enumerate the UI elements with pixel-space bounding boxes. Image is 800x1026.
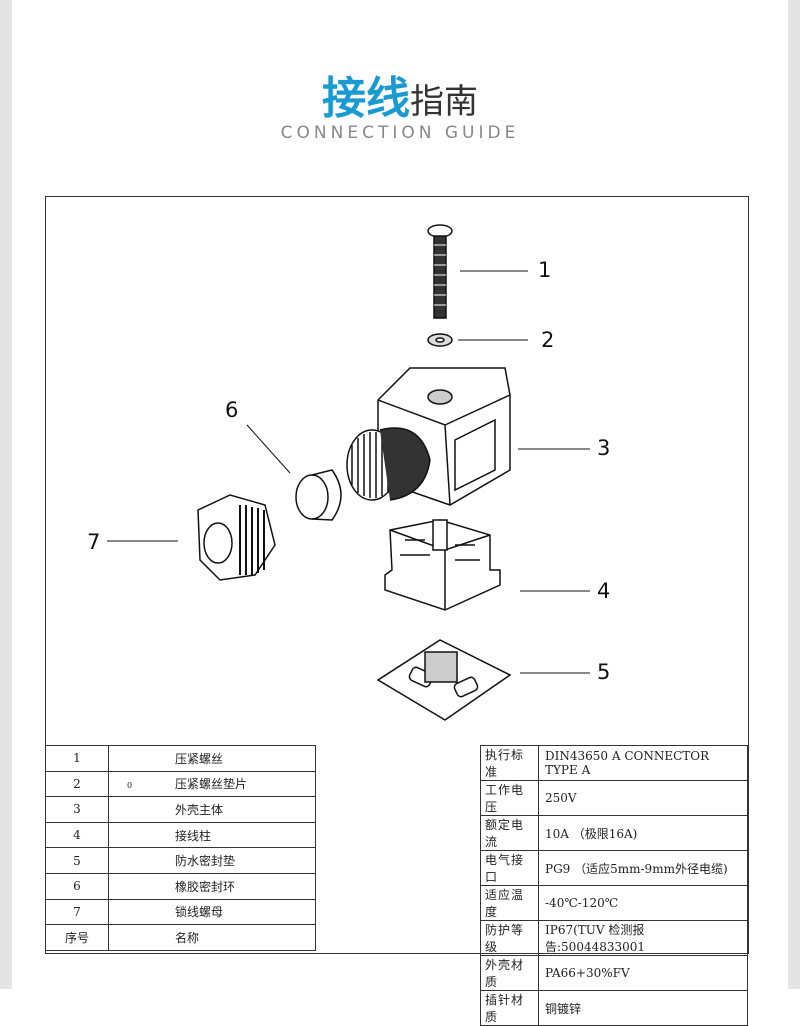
left-edge — [0, 0, 12, 989]
page-subtitle: CONNECTION GUIDE — [280, 123, 520, 143]
screw — [427, 224, 453, 319]
callout-4: 4 — [597, 579, 611, 603]
gasket — [376, 639, 512, 721]
callout-6: 6 — [225, 398, 239, 422]
exploded-connector-diagram — [107, 224, 590, 721]
callout-2: 2 — [541, 328, 555, 352]
rubber-seal-ring — [295, 469, 342, 521]
callout-3: 3 — [597, 436, 611, 460]
washer — [427, 333, 453, 347]
callout-5: 5 — [597, 660, 611, 684]
terminal-block — [384, 519, 501, 611]
callout-1: 1 — [538, 258, 552, 282]
callout-7: 7 — [87, 530, 101, 554]
table-header-row: 序号名称 — [45, 924, 316, 951]
lock-nut — [197, 494, 276, 581]
table-row: 插针材质铜镀锌 — [480, 990, 748, 1026]
callout-lines — [107, 270, 590, 674]
housing — [346, 367, 511, 506]
right-edge — [788, 0, 800, 989]
table-row: 适应温度-40℃-120℃ — [480, 885, 748, 921]
diagram-frame — [45, 196, 749, 954]
page-title: 接线指南 — [322, 73, 478, 124]
